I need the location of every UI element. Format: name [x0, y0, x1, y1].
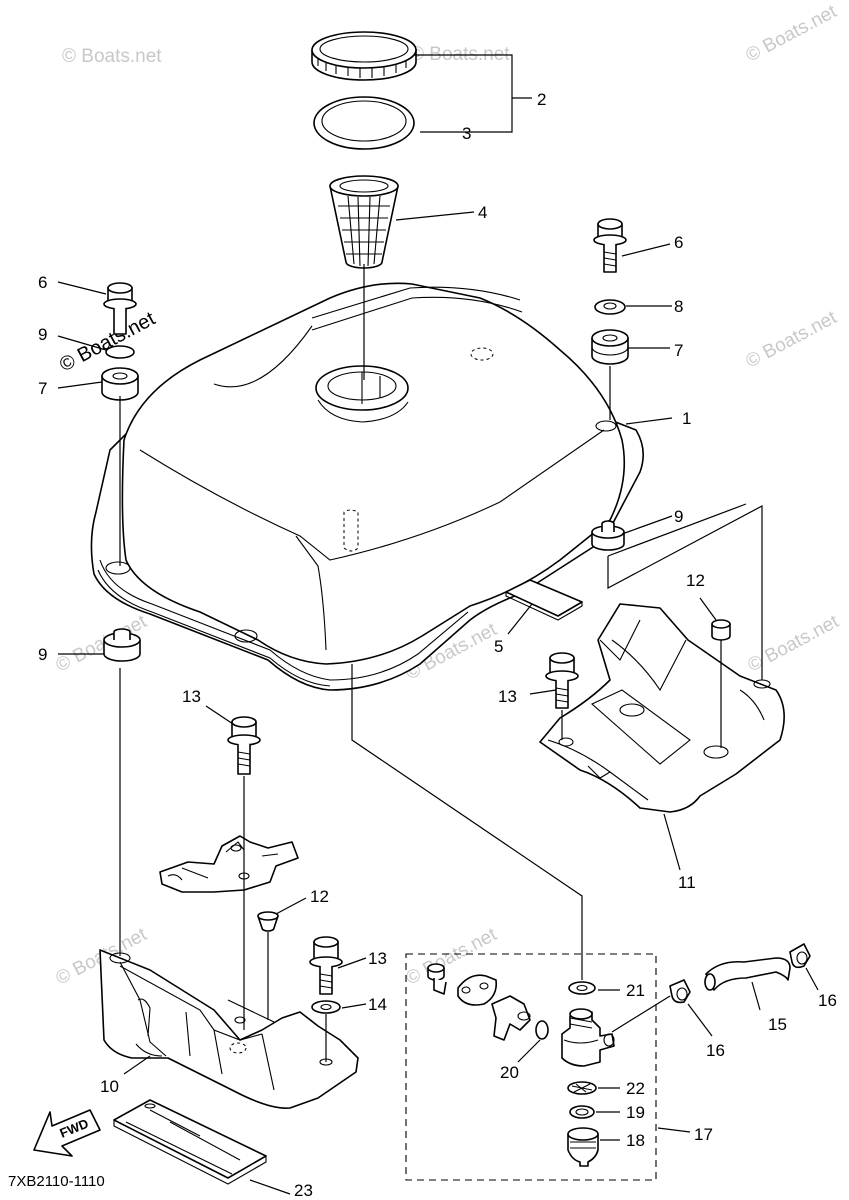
callout-8: 8: [674, 297, 683, 316]
center-mounting-bracket: [159, 835, 299, 893]
callout-21: 21: [626, 981, 645, 1000]
fuel-cap: [311, 31, 417, 81]
callout-7-right: 7: [674, 341, 683, 360]
callout-9-upper-left: 9: [38, 325, 47, 344]
callout-9-right: 9: [674, 507, 683, 526]
callout-1: 1: [682, 409, 691, 428]
cap-gasket: [313, 96, 415, 150]
callout-22: 22: [626, 1079, 645, 1098]
callout-13-right: 13: [498, 687, 517, 706]
callout-2: 2: [537, 90, 546, 109]
callout-16-right: 16: [818, 991, 837, 1010]
callout-6-right: 6: [674, 233, 683, 252]
rubber-cap-left: [257, 911, 279, 932]
forward-direction-arrow: FWD: [33, 1109, 101, 1157]
right-mounting-hardware: [591, 218, 629, 365]
bolt-right: [545, 652, 579, 709]
assembly-lines: [119, 264, 763, 1062]
callout-14: 14: [368, 995, 387, 1014]
callout-4: 4: [478, 203, 487, 222]
callout-12-left: 12: [310, 887, 329, 906]
bolt-lower: [309, 936, 343, 995]
callout-18: 18: [626, 1131, 645, 1150]
watermark-text: © Boats.net: [742, 1, 840, 67]
callout-10: 10: [100, 1077, 119, 1096]
fuel-strainer: [329, 175, 399, 269]
fuel-hose-and-clips: [669, 943, 811, 1004]
tank-damper-pad: [505, 579, 583, 621]
watermark-text: © Boats.net: [62, 46, 162, 67]
bolt-center: [227, 716, 261, 775]
callout-3: 3: [462, 124, 471, 143]
callout-9-lower-left: 9: [38, 645, 47, 664]
tank-rear-bracket: [539, 603, 785, 813]
lower-left-collar: [103, 628, 141, 662]
fuel-tank: [90, 282, 644, 691]
callout-13-lower: 13: [368, 949, 387, 968]
callout-17: 17: [694, 1125, 713, 1144]
callout-15: 15: [768, 1015, 787, 1034]
rubber-cap-right: [711, 619, 731, 641]
callout-11: 11: [678, 873, 696, 892]
watermark-text: © Boats.net: [742, 307, 840, 373]
callout-7-left: 7: [38, 379, 47, 398]
callout-16-left: 16: [706, 1041, 725, 1060]
watermark-text: © Boats.net: [744, 611, 842, 677]
callout-20: 20: [500, 1063, 519, 1082]
right-collar: [591, 520, 625, 551]
callout-23: 23: [294, 1181, 313, 1200]
callout-19: 19: [626, 1103, 645, 1122]
tank-front-bracket: [99, 949, 359, 1109]
left-mounting-hardware: [101, 282, 139, 401]
tank-pad: [113, 1099, 267, 1185]
diagram-code: 7XB2110-1110: [8, 1173, 105, 1190]
callout-leaders: [57, 54, 819, 1195]
callout-6-left: 6: [38, 273, 47, 292]
callout-12-right: 12: [686, 571, 705, 590]
watermark-text-dark: © Boats.net: [56, 308, 159, 377]
callout-13-center: 13: [182, 687, 201, 706]
fuel-cock-assembly: [405, 953, 657, 1181]
plain-washer: [311, 1000, 341, 1014]
callout-numbers: 1 2 3 4 5 6 6 7 7 8 9 9 9 10 11 12 12 13…: [38, 90, 837, 1200]
callout-5: 5: [494, 637, 503, 656]
